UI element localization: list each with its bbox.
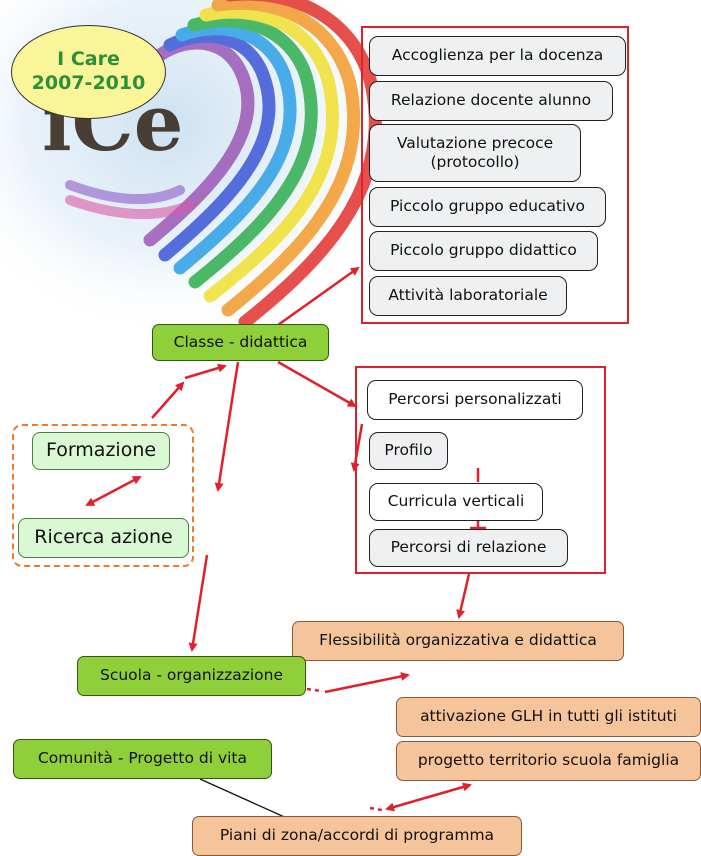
node-ricerca-azione[interactable]: Ricerca azione xyxy=(18,518,189,558)
classe-items-group xyxy=(361,26,629,324)
node-piani-di-zona[interactable]: Piani di zona/accordi di programma xyxy=(192,816,522,856)
node-attivazione-glh[interactable]: attivazione GLH in tutti gli istituti xyxy=(396,697,701,737)
node-comunita-progetto-di-vita[interactable]: Comunità - Progetto di vita xyxy=(13,739,272,779)
node-curricula-verticali[interactable]: Curricula verticali xyxy=(369,483,543,521)
node-percorsi-personalizzati[interactable]: Percorsi personalizzati xyxy=(367,380,583,420)
node-formazione[interactable]: Formazione xyxy=(32,432,170,470)
node-accoglienza[interactable]: Accoglienza per la docenza xyxy=(369,36,626,76)
node-relazione-docente-alunno[interactable]: Relazione docente alunno xyxy=(369,81,613,121)
node-attivita-laboratoriale[interactable]: Attività laboratoriale xyxy=(369,276,567,316)
node-flessibilita[interactable]: Flessibilità organizzativa e didattica xyxy=(292,621,624,661)
node-classe-didattica[interactable]: Classe - didattica xyxy=(152,324,329,361)
node-piccolo-gruppo-didattico[interactable]: Piccolo gruppo didattico xyxy=(369,231,598,271)
node-profilo[interactable]: Profilo xyxy=(369,432,448,470)
title-line-2: 2007-2010 xyxy=(31,72,146,94)
node-scuola-organizzazione[interactable]: Scuola - organizzazione xyxy=(77,656,306,696)
formazione-group xyxy=(12,424,194,567)
node-percorsi-di-relazione[interactable]: Percorsi di relazione xyxy=(369,529,568,567)
node-progetto-territorio[interactable]: progetto territorio scuola famiglia xyxy=(396,741,701,781)
node-piccolo-gruppo-educativo[interactable]: Piccolo gruppo educativo xyxy=(369,187,606,227)
node-valutazione-precoce[interactable]: Valutazione precoce (protocollo) xyxy=(369,124,581,182)
title-line-1: I Care xyxy=(57,48,120,71)
percorsi-items-group xyxy=(355,366,606,574)
title-badge: I Care 2007-2010 xyxy=(11,25,166,119)
